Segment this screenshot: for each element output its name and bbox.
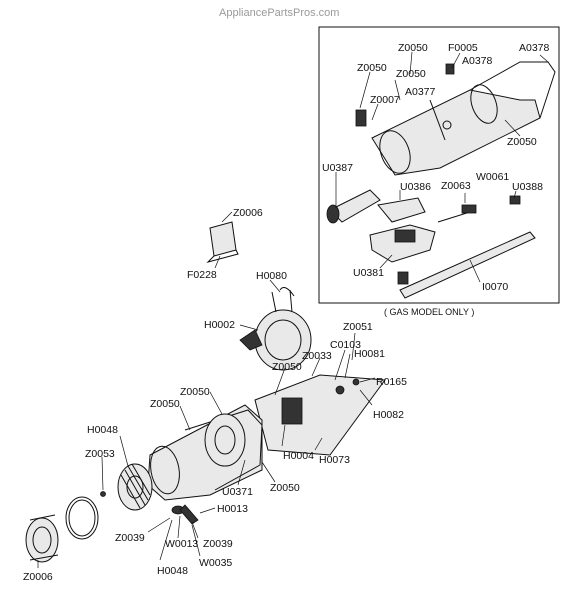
label-z0063: Z0063: [441, 180, 471, 192]
label-z0050: Z0050: [272, 361, 302, 373]
label-r0165: R0165: [376, 376, 407, 388]
gas-model-note: ( GAS MODEL ONLY ): [384, 307, 474, 317]
label-w0035: W0035: [199, 557, 232, 569]
label-i0070: I0070: [482, 281, 508, 293]
label-h0080: H0080: [256, 270, 287, 282]
blower-housing-part: [147, 404, 263, 501]
label-z0050: Z0050: [507, 136, 537, 148]
label-z0006: Z0006: [23, 571, 53, 583]
label-h0048: H0048: [157, 565, 188, 577]
label-z0050: Z0050: [180, 386, 210, 398]
label-u0381: U0381: [353, 267, 384, 279]
label-u0371: U0371: [222, 486, 253, 498]
label-a0378: A0378: [462, 55, 493, 67]
motor-mount-plate-part: [254, 374, 386, 456]
label-w0061: W0061: [476, 171, 509, 183]
label-z0039: Z0039: [115, 532, 145, 544]
label-w0013: W0013: [165, 538, 198, 550]
label-u0386: U0386: [400, 181, 431, 193]
label-h0082: H0082: [373, 409, 404, 421]
blower-wheel-part: [117, 463, 153, 511]
label-z0039: Z0039: [203, 538, 233, 550]
label-z0050: Z0050: [398, 42, 428, 54]
label-z0051: Z0051: [343, 321, 373, 333]
label-z0050: Z0050: [357, 62, 387, 74]
label-c0103: C0103: [330, 339, 361, 351]
gasket-ring-part: [65, 496, 99, 540]
label-z0053: Z0053: [85, 448, 115, 460]
label-z0050: Z0050: [270, 482, 300, 494]
watermark: AppliancePartsPros.com: [219, 7, 339, 19]
label-z0006: Z0006: [233, 207, 263, 219]
motor-part: [239, 287, 312, 371]
label-h0081: H0081: [354, 348, 385, 360]
part-labels: Z0050 F0005 A0378 Z0050 Z0050 A0378 A037…: [23, 42, 550, 583]
label-h0013: H0013: [217, 503, 248, 515]
small-clip-part: [100, 491, 199, 525]
label-z0007: Z0007: [370, 94, 400, 106]
label-u0387: U0387: [322, 162, 353, 174]
label-h0002: H0002: [204, 319, 235, 331]
bracket-part: [206, 221, 239, 263]
label-f0005: F0005: [448, 42, 478, 54]
igniter-rod-part: [397, 231, 536, 299]
label-z0050: Z0050: [396, 68, 426, 80]
label-z0050: Z0050: [150, 398, 180, 410]
label-f0228: F0228: [187, 269, 217, 281]
burner-tube-part: [355, 61, 556, 176]
gas-valve-part: [326, 189, 521, 263]
label-a0378: A0378: [519, 42, 550, 54]
label-a0377: A0377: [405, 86, 436, 98]
label-h0004: H0004: [283, 450, 314, 462]
label-u0388: U0388: [512, 181, 543, 193]
duct-adapter-part: [25, 514, 59, 563]
label-h0073: H0073: [319, 454, 350, 466]
label-h0048: H0048: [87, 424, 118, 436]
leader-lines: [37, 51, 549, 568]
label-z0033: Z0033: [302, 350, 332, 362]
gas-model-inset-box: [318, 26, 560, 304]
